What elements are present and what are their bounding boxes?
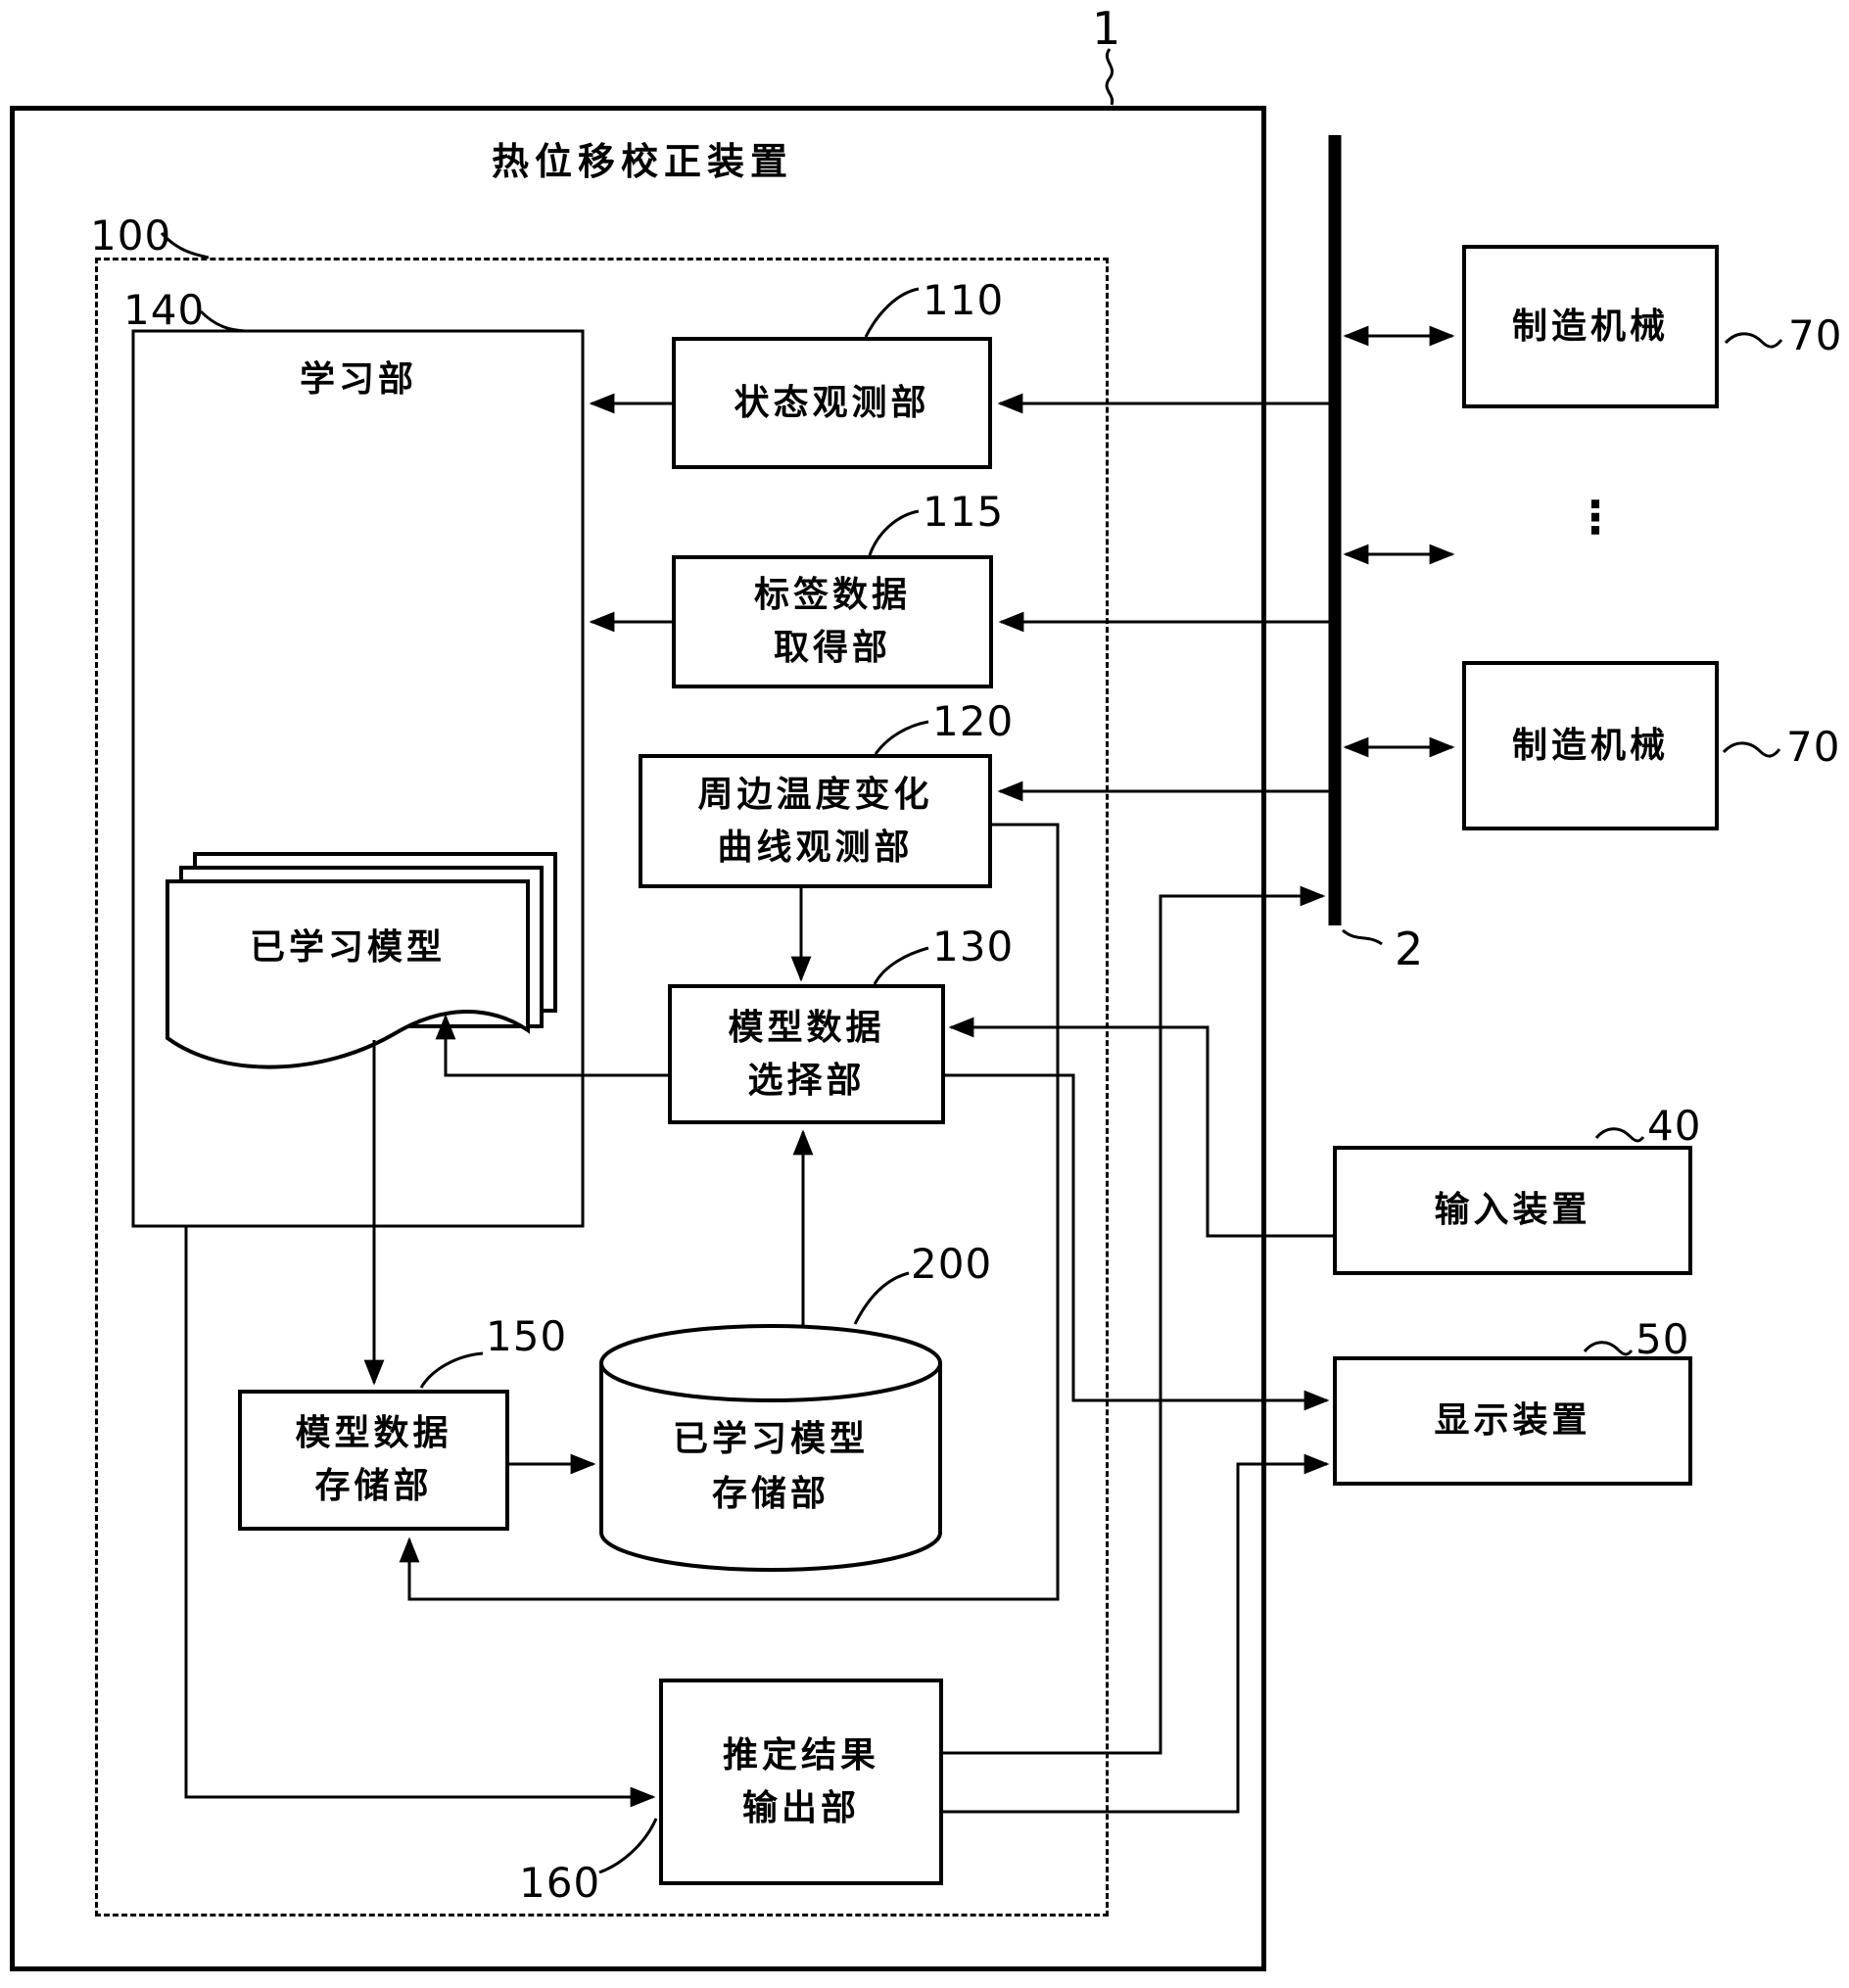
estimation-result-output-box: 推定结果 输出部 — [659, 1679, 943, 1885]
arrow-model-select-to-display — [945, 1073, 1330, 1411]
ref-160: 160 — [519, 1859, 601, 1907]
ref-70a: 70 — [1788, 311, 1843, 359]
ref-1: 1 — [1092, 2, 1122, 55]
label-data-line2: 取得部 — [773, 628, 891, 668]
arrow-input-to-model-select — [948, 1017, 1333, 1238]
state-observation-box: 状态观测部 — [672, 337, 992, 469]
model-select-line1: 模型数据 — [728, 1007, 885, 1048]
display-device-box: 显示装置 — [1333, 1356, 1692, 1486]
leader-squiggle-1 — [1105, 48, 1114, 106]
machine-a-label: 制造机械 — [1511, 306, 1669, 347]
label-data-line1: 标签数据 — [753, 575, 911, 615]
leader-squiggle-160 — [598, 1818, 658, 1874]
state-observation-label: 状态观测部 — [734, 382, 930, 423]
learning-unit-label: 学习部 — [299, 359, 417, 400]
ref-120: 120 — [932, 697, 1015, 745]
leader-squiggle-100 — [160, 231, 210, 260]
leader-squiggle-130 — [873, 946, 929, 985]
arrow-learning-to-output — [184, 1226, 656, 1808]
ref-2: 2 — [1395, 923, 1425, 975]
leader-squiggle-115 — [868, 509, 920, 556]
leader-squiggle-150 — [419, 1351, 484, 1389]
label-data-acquisition-box: 标签数据 取得部 — [672, 555, 993, 688]
learned-model-label: 已学习模型 — [249, 927, 446, 968]
machine-b-label: 制造机械 — [1511, 725, 1669, 766]
model-store-line1: 模型数据 — [295, 1413, 452, 1453]
model-data-selection-box: 模型数据 选择部 — [668, 984, 945, 1124]
learned-store-line2: 存储部 — [711, 1473, 830, 1514]
leader-squiggle-200 — [853, 1271, 910, 1325]
leader-tilde-40 — [1594, 1127, 1645, 1143]
vertical-ellipsis: ⋮ — [1573, 491, 1618, 544]
display-device-label: 显示装置 — [1434, 1400, 1591, 1441]
ref-150: 150 — [486, 1312, 568, 1360]
model-store-line2: 存储部 — [314, 1466, 433, 1506]
ambient-line1: 周边温度变化 — [697, 774, 933, 815]
learning-unit-outline — [131, 329, 585, 1228]
input-device-box: 输入装置 — [1333, 1146, 1692, 1275]
module-100-dashed-box — [95, 258, 1109, 1917]
learned-model-stack — [166, 852, 557, 1069]
leader-tilde-50 — [1583, 1341, 1634, 1356]
model-data-storage-box: 模型数据 存储部 — [238, 1390, 509, 1531]
leader-squiggle-2 — [1342, 928, 1383, 946]
output-line2: 输出部 — [741, 1787, 860, 1828]
output-line1: 推定结果 — [722, 1734, 879, 1775]
ref-50: 50 — [1636, 1315, 1690, 1363]
ref-40: 40 — [1647, 1102, 1702, 1150]
leader-tilde-70b — [1722, 741, 1781, 758]
leader-tilde-70a — [1724, 332, 1783, 349]
leader-squiggle-110 — [864, 287, 920, 338]
ambient-line2: 曲线观测部 — [717, 827, 914, 868]
leader-squiggle-140 — [199, 309, 246, 333]
ambient-temperature-profile-box: 周边温度变化 曲线观测部 — [639, 754, 992, 888]
arrow-output-to-display — [943, 1453, 1330, 1814]
learned-model-storage-label: 已学习模型 存储部 — [601, 1412, 940, 1522]
device-title: 热位移校正装置 — [491, 140, 793, 183]
manufacturing-machine-a-box: 制造机械 — [1462, 245, 1719, 408]
arrow-model-select-to-stack — [435, 1014, 668, 1077]
ref-70b: 70 — [1786, 723, 1841, 771]
ref-140: 140 — [123, 286, 206, 334]
manufacturing-machine-b-box: 制造机械 — [1462, 661, 1719, 830]
model-select-line2: 选择部 — [747, 1060, 866, 1101]
ref-110: 110 — [923, 276, 1005, 324]
ref-200: 200 — [911, 1240, 993, 1288]
input-device-label: 输入装置 — [1434, 1190, 1591, 1230]
leader-squiggle-120 — [874, 720, 929, 755]
ref-130: 130 — [932, 923, 1015, 970]
arrow-output-to-bus — [943, 885, 1326, 1755]
ref-115: 115 — [923, 488, 1005, 536]
learned-store-line1: 已学习模型 — [672, 1419, 869, 1459]
database-cylinder — [599, 1324, 942, 1572]
arrow-ambient-feedback-to-model-store — [399, 823, 1060, 1601]
ref-100: 100 — [90, 212, 172, 260]
